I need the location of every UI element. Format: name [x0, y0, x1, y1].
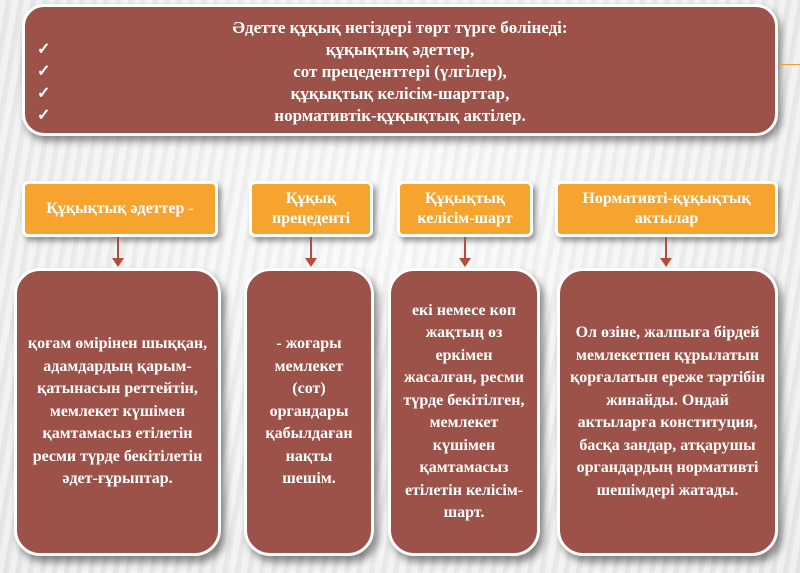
description-text: Ол өзіне, жалпыға бірдей мемлекетпен құр… [570, 324, 765, 499]
category-customs: Құқықтық әдеттер - [22, 181, 218, 237]
connector-line [665, 237, 667, 259]
description-text: қоғам өмірінен шыққан, адамдардың қарым-… [27, 335, 208, 488]
category-precedent: Құқық прецеденті [249, 181, 373, 237]
category-label: Құқық прецеденті [271, 190, 351, 227]
check-icon: ✓ [37, 63, 51, 80]
check-icon: ✓ [37, 85, 51, 102]
arrow-down-icon [459, 258, 471, 267]
summary-item-text: құқықтық әдеттер, [325, 40, 475, 59]
summary-title: Әдетте құқық негіздері төрт түрге бөліне… [232, 18, 568, 37]
summary-item-text: нормативтік-құқықтық актілер. [274, 106, 526, 125]
arrow-down-icon [660, 258, 672, 267]
summary-item: ✓ құқықтық келісім-шарттар, [25, 83, 775, 105]
summary-item: ✓ сот прецеденттері (үлгілер), [25, 61, 775, 83]
connector-line [310, 237, 312, 259]
summary-item-text: сот прецеденттері (үлгілер), [293, 62, 507, 81]
description-customs: қоғам өмірінен шыққан, адамдардың қарым-… [14, 268, 221, 556]
check-icon: ✓ [37, 107, 51, 124]
check-icon: ✓ [37, 41, 51, 58]
summary-item-text: құқықтық келісім-шарттар, [290, 84, 510, 103]
category-label: Құқықтық келісім-шарт [417, 190, 513, 227]
summary-box: Әдетте құқық негіздері төрт түрге бөліне… [22, 4, 778, 136]
category-contract: Құқықтық келісім-шарт [397, 181, 533, 237]
description-precedent: - жоғары мемлекет (сот) органдары қабылд… [244, 268, 374, 556]
category-label: Құқықтық әдеттер - [46, 200, 194, 217]
summary-item: ✓ құқықтық әдеттер, [25, 39, 775, 61]
category-label: Нормативті-құқықтық актылар [582, 190, 751, 227]
description-text: - жоғары мемлекет (сот) органдары қабылд… [265, 335, 353, 488]
summary-item: ✓ нормативтік-құқықтық актілер. [25, 105, 775, 127]
decorative-line [779, 64, 800, 65]
arrow-down-icon [305, 258, 317, 267]
description-text: екі немесе көп жақтың өз еркімен жасалға… [403, 301, 525, 522]
connector-line [464, 237, 466, 259]
description-contract: екі немесе көп жақтың өз еркімен жасалға… [388, 268, 540, 556]
description-normative-acts: Ол өзіне, жалпыға бірдей мемлекетпен құр… [557, 268, 778, 556]
connector-line [117, 237, 119, 259]
arrow-down-icon [112, 258, 124, 267]
category-normative-acts: Нормативті-құқықтық актылар [555, 181, 778, 237]
